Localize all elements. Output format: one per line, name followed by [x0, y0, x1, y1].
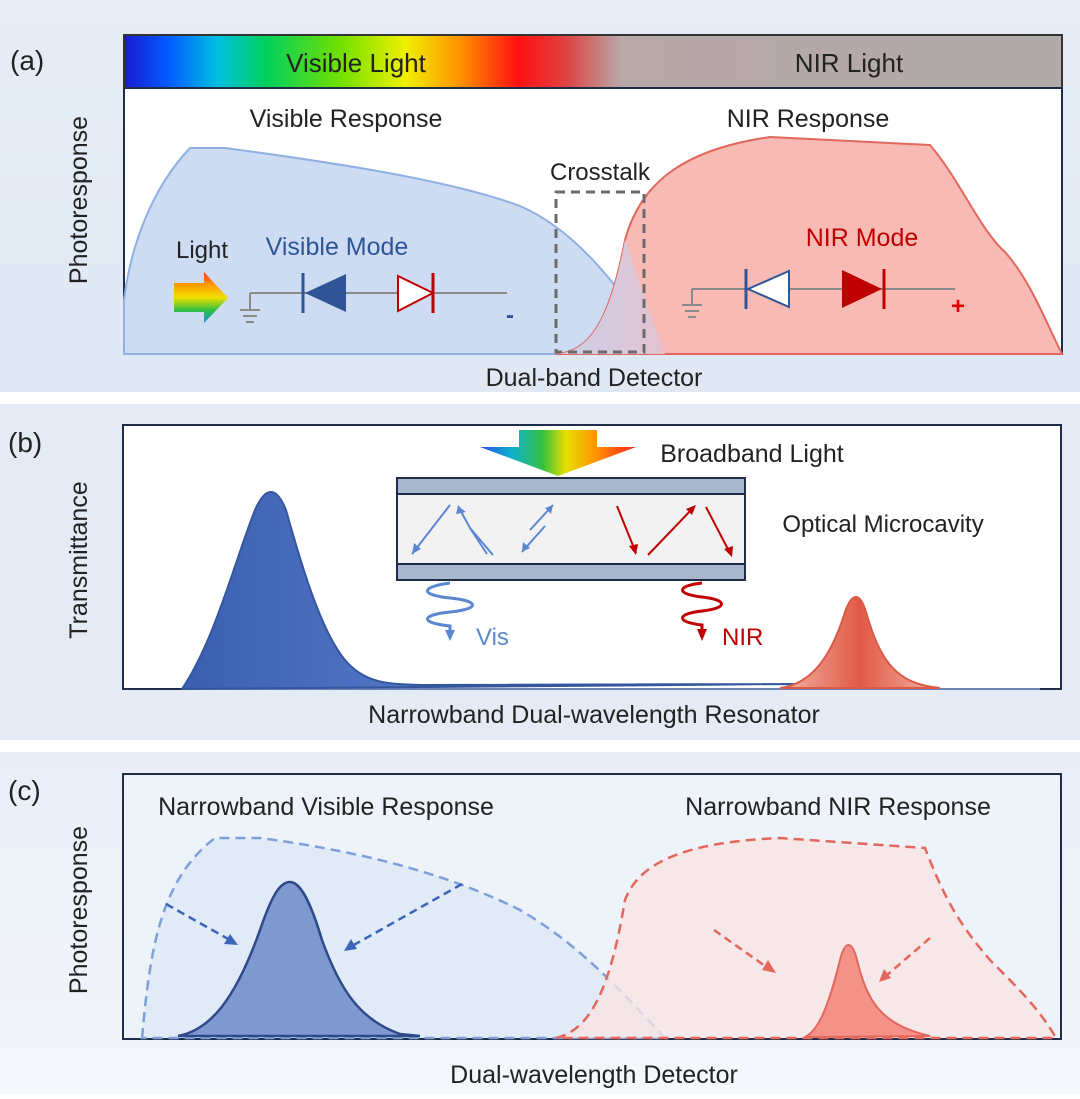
panel-b-y-axis-label: Transmittance — [65, 481, 93, 638]
vis-output-wave-icon — [426, 581, 474, 633]
nir-label: NIR — [722, 624, 763, 651]
crosstalk-label: Crosstalk — [550, 159, 651, 186]
crosstalk-box — [554, 190, 646, 354]
diode-filled-red-icon — [842, 269, 886, 309]
narrowband-visible-peak — [177, 880, 421, 1038]
arrowhead-icon — [344, 939, 357, 951]
visible-transmission-peak — [180, 491, 801, 691]
panel-b-caption: Narrowband Dual-wavelength Resonator — [368, 701, 820, 729]
nir-light-label: NIR Light — [795, 48, 904, 78]
optical-microcavity-diagram — [396, 477, 746, 581]
cavity-layer — [396, 493, 746, 565]
dashed-nir-response-curve — [555, 836, 1059, 1040]
broadband-light-label: Broadband Light — [660, 440, 844, 468]
panel-c-caption: Dual-wavelength Detector — [450, 1061, 738, 1089]
nir-transmission-peak — [779, 596, 941, 689]
narrowing-arrowheads — [224, 934, 891, 982]
visible-response-curve — [123, 147, 667, 355]
narrowband-visible-response-label: Narrowband Visible Response — [158, 793, 494, 821]
rainbow-light-arrow-icon — [174, 272, 228, 323]
spectrum-bar — [123, 34, 1063, 89]
visible-light-label: Visible Light — [286, 48, 427, 78]
diode-outline-red-icon — [397, 273, 436, 313]
visible-response-label: Visible Response — [250, 105, 443, 133]
light-label: Light — [176, 237, 228, 264]
diode-outline-blue-icon — [744, 269, 790, 309]
visible-mode-circuit: - — [240, 273, 514, 329]
panel-a-caption: Dual-band Detector — [486, 364, 703, 392]
panel-a: (a) Photoresponse Visible Light NIR Ligh… — [0, 0, 1080, 392]
narrowband-nir-response-label: Narrowband NIR Response — [685, 793, 991, 821]
narrowing-arrows — [165, 882, 931, 977]
top-mirror — [396, 477, 746, 495]
panel-c-label: (c) — [8, 775, 41, 806]
plus-sign: + — [951, 293, 965, 320]
nir-mode-label: NIR Mode — [806, 224, 919, 252]
nir-response-label: NIR Response — [727, 105, 890, 133]
minus-sign: - — [506, 302, 514, 329]
vis-label: Vis — [476, 624, 509, 651]
arrowhead-icon — [879, 969, 891, 982]
visible-mode-label: Visible Mode — [266, 233, 409, 261]
panel-c-y-axis-label: Photoresponse — [65, 826, 93, 994]
diode-filled-blue-icon — [301, 273, 346, 313]
panel-b-label: (b) — [8, 427, 42, 458]
bottom-mirror — [396, 563, 746, 581]
nir-arrowheads — [629, 505, 733, 557]
ground-icon — [240, 309, 260, 323]
nir-output-wave-icon — [681, 581, 723, 632]
arrowhead-icon — [762, 960, 776, 973]
nir-mode-circuit: + — [682, 269, 965, 320]
arrowhead-icon — [224, 934, 238, 945]
panel-a-label: (a) — [10, 45, 44, 76]
optical-microcavity-label: Optical Microcavity — [782, 511, 983, 538]
visible-arrowheads — [412, 505, 553, 554]
nir-output-arrowhead-icon — [697, 629, 707, 641]
panel-a-y-axis-label: Photoresponse — [65, 116, 93, 284]
vis-output-arrowhead-icon — [445, 630, 455, 641]
broadband-light-arrow-icon — [480, 430, 636, 476]
ground-icon — [682, 304, 702, 318]
nir-response-curve — [555, 135, 1064, 355]
narrowband-nir-peak — [804, 944, 931, 1038]
crosstalk-overlap — [556, 240, 665, 354]
panel-c: (c) Photoresponse Narrowband Visible Res… — [0, 752, 1080, 1094]
panel-b: (b) Transmittance Broadband Light — [0, 404, 1080, 740]
